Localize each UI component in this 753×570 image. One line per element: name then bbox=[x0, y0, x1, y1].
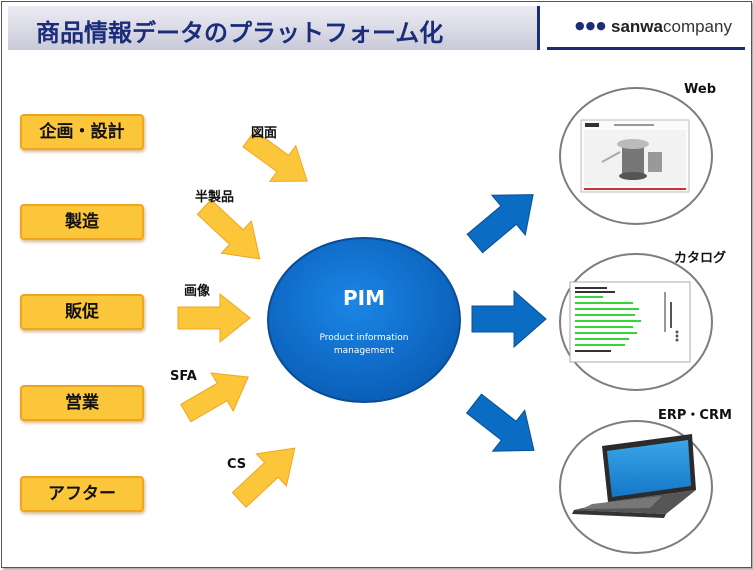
data-type-label-image: 画像 bbox=[184, 284, 211, 299]
arrow-semi-product-icon bbox=[196, 199, 261, 260]
arrow-to-erp-icon bbox=[465, 393, 535, 452]
arrow-sfa-icon bbox=[180, 372, 249, 423]
web-page-thumbnail-icon bbox=[580, 119, 690, 193]
data-type-label-drawing: 図面 bbox=[251, 126, 278, 141]
arrow-to-web-icon bbox=[466, 194, 534, 254]
brand-dots-icon: ●●● bbox=[575, 19, 607, 32]
brand-logo: ●●● sanwacompany bbox=[547, 6, 745, 50]
source-box-sales: 営業 bbox=[20, 385, 144, 421]
data-type-label-semi-product: 半製品 bbox=[195, 190, 235, 205]
brand-name: sanwacompany bbox=[611, 17, 732, 37]
source-box-manufacturing: 製造 bbox=[20, 204, 144, 240]
arrow-cs-icon bbox=[231, 447, 296, 508]
source-box-promotion: 販促 bbox=[20, 294, 144, 330]
source-box-planning: 企画・設計 bbox=[20, 114, 144, 150]
brand-name-bold: sanwa bbox=[611, 17, 663, 36]
pim-subtitle: Product information management bbox=[294, 332, 434, 358]
pim-hub-circle bbox=[267, 237, 461, 403]
header-bar: 商品情報データのプラットフォーム化 bbox=[8, 6, 540, 50]
arrow-to-catalog-icon bbox=[471, 289, 547, 349]
data-type-label-cs: CS bbox=[227, 457, 247, 472]
laptop-icon bbox=[572, 434, 696, 518]
arrow-drawing-icon bbox=[242, 130, 308, 182]
pim-subtitle-line-1: Product information bbox=[319, 333, 409, 343]
output-label-web: Web bbox=[684, 82, 716, 97]
output-label-catalog: カタログ bbox=[674, 251, 727, 266]
page-title: 商品情報データのプラットフォーム化 bbox=[36, 19, 444, 47]
pim-title: PIM bbox=[342, 286, 385, 310]
catalog-page-thumbnail-icon bbox=[569, 281, 691, 363]
pim-subtitle-line-2: management bbox=[333, 346, 395, 356]
brand-name-rest: company bbox=[662, 17, 732, 36]
output-label-erp-crm: ERP・CRM bbox=[658, 408, 732, 423]
arrow-image-icon bbox=[177, 292, 251, 344]
source-box-aftercare: アフター bbox=[20, 476, 144, 512]
data-type-label-sfa: SFA bbox=[170, 369, 197, 384]
